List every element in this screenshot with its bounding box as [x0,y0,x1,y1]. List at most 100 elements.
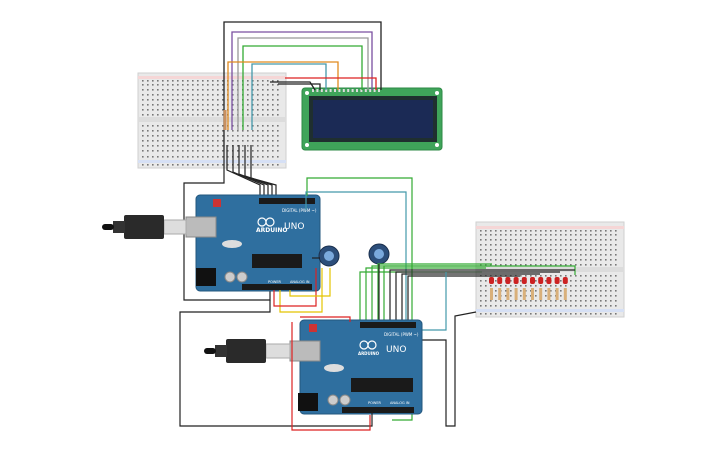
breadboard-hole [142,150,144,152]
breadboard-hole [595,313,597,315]
breadboard-hole [550,234,552,236]
breadboard-hole [217,156,219,158]
breadboard-hole [202,145,204,147]
breadboard-hole [162,89,164,91]
breadboard-hole [505,264,507,266]
breadboard-hole [207,145,209,147]
breadboard-hole [585,290,587,292]
breadboard-hole [252,109,254,111]
potentiometer-1[interactable] [318,245,340,267]
breadboard-hole [147,125,149,127]
breadboard-hole [565,264,567,266]
lcd-pins [312,89,380,92]
breadboard-hole [610,285,612,287]
breadboard-hole [157,104,159,106]
lcd-display[interactable] [301,87,443,151]
breadboard-hole [540,230,542,232]
breadboard-hole [202,130,204,132]
breadboard-hole [560,280,562,282]
breadboard-hole [142,114,144,116]
breadboard-hole [142,140,144,142]
breadboard-hole [197,99,199,101]
breadboard-hole [222,84,224,86]
breadboard-hole [595,230,597,232]
breadboard-hole [177,130,179,132]
breadboard-hole [212,84,214,86]
breadboard-hole [192,164,194,166]
breadboard-hole [222,104,224,106]
breadboard-hole [207,125,209,127]
breadboard-hole [162,84,164,86]
breadboard-hole [540,239,542,241]
breadboard-hole [222,164,224,166]
breadboard-hole [252,99,254,101]
breadboard-hole [550,295,552,297]
breadboard-hole [152,156,154,158]
breadboard-hole [192,94,194,96]
breadboard-hole [232,94,234,96]
breadboard-hole [152,104,154,106]
breadboard-hole [575,249,577,251]
led [497,277,503,284]
arduino-top[interactable]: DIGITAL (PWM ~) ARDUINO UNO POWER ANALOG… [185,194,321,292]
breadboard-hole [535,305,537,307]
breadboard-hole [575,285,577,287]
breadboard-hole [500,249,502,251]
breadboard-hole [142,130,144,132]
breadboard-hole [610,290,612,292]
lcd-pin [312,89,314,92]
breadboard-hole [540,244,542,246]
breadboard-hole [525,254,527,256]
breadboard-hole [192,145,194,147]
breadboard-hole [182,140,184,142]
breadboard-hole [177,135,179,137]
breadboard-hole [247,140,249,142]
potentiometer-2[interactable] [368,243,390,265]
breadboard-top[interactable] [137,72,287,169]
breadboard-hole [177,80,179,82]
breadboard-hole [277,150,279,152]
reset-button[interactable] [213,199,221,207]
breadboard-hole [212,150,214,152]
lcd-pin [342,89,345,92]
breadboard-hole [515,259,517,261]
breadboard-hole [540,249,542,251]
breadboard-hole [147,145,149,147]
breadboard-hole [172,156,174,158]
reset-button-2[interactable] [309,324,317,332]
breadboard-hole [480,300,482,302]
breadboard-hole [570,244,572,246]
breadboard-hole [500,313,502,315]
breadboard-hole [262,150,264,152]
breadboard-hole [510,264,512,266]
breadboard-hole [550,275,552,277]
breadboard-hole [560,259,562,261]
breadboard-hole [585,244,587,246]
breadboard-hole [202,99,204,101]
breadboard-hole [480,285,482,287]
breadboard-hole [540,275,542,277]
breadboard-hole [530,254,532,256]
breadboard-hole [490,300,492,302]
breadboard-hole [247,89,249,91]
breadboard-hole [515,239,517,241]
breadboard-hole [485,264,487,266]
breadboard-hole [207,135,209,137]
arduino-bottom[interactable]: DIGITAL (PWM ~) ARDUINO UNO POWER ANALOG… [289,319,423,415]
resistor [490,288,493,300]
usb-cable-bottom [204,339,291,363]
breadboard-hole [207,156,209,158]
breadboard-hole [152,164,154,166]
breadboard-hole [615,290,617,292]
breadboard-hole [560,290,562,292]
breadboard-hole [177,140,179,142]
breadboard-hole [530,259,532,261]
breadboard-hole [615,244,617,246]
breadboard-hole [217,114,219,116]
breadboard-hole [555,259,557,261]
breadboard-hole [595,234,597,236]
breadboard-hole [610,275,612,277]
breadboard-hole [217,164,219,166]
breadboard-hole [147,140,149,142]
